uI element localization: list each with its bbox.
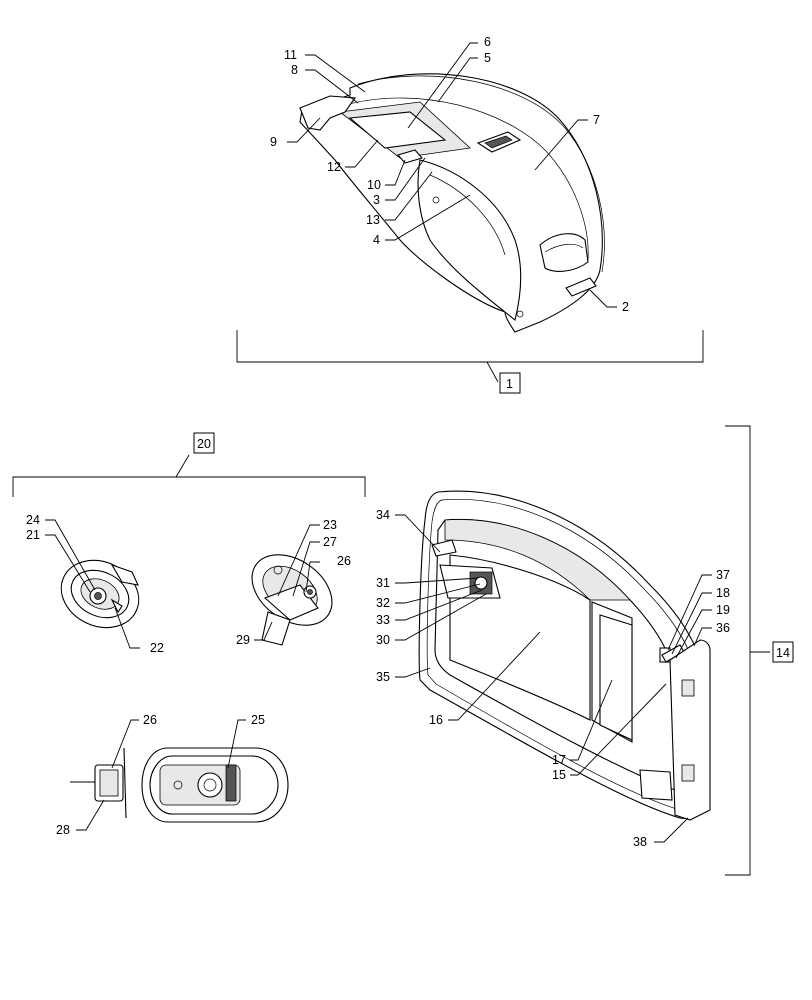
callout-1: 1 <box>506 377 513 391</box>
callout-2: 2 <box>622 300 629 314</box>
callout-19: 19 <box>716 603 730 617</box>
callout-33: 33 <box>376 613 390 627</box>
callout-3: 3 <box>373 193 380 207</box>
latch-front-view <box>141 747 289 823</box>
latch-handle-right <box>251 554 333 646</box>
callout-12: 12 <box>327 160 341 174</box>
callout-17: 17 <box>552 753 566 767</box>
callout-4: 4 <box>373 233 380 247</box>
callout-32: 32 <box>376 596 390 610</box>
callout-20: 20 <box>197 437 211 451</box>
callout-29: 29 <box>236 633 250 647</box>
callout-37: 37 <box>716 568 730 582</box>
latch-bracket <box>12 432 366 497</box>
fender-assembly <box>299 73 605 333</box>
latch-leader-lines <box>45 519 320 831</box>
callout-9: 9 <box>270 135 277 149</box>
callout-14: 14 <box>776 646 790 660</box>
callout-35: 35 <box>376 670 390 684</box>
callout-6: 6 <box>484 35 491 49</box>
callout-36: 36 <box>716 621 730 635</box>
callout-5: 5 <box>484 51 491 65</box>
callout-25: 25 <box>251 713 265 727</box>
callout-18: 18 <box>716 586 730 600</box>
callout-22: 22 <box>150 641 164 655</box>
callout-10: 10 <box>367 178 381 192</box>
callout-26-side: 26 <box>143 713 157 727</box>
callout-26: 26 <box>337 554 351 568</box>
callout-28: 28 <box>56 823 70 837</box>
callout-27: 27 <box>323 535 337 549</box>
latch-side-view <box>70 747 127 819</box>
callout-8: 8 <box>291 63 298 77</box>
fender-leader-lines <box>236 42 704 394</box>
storage-box-assembly <box>418 490 711 821</box>
callout-31: 31 <box>376 576 390 590</box>
latch-handle-left <box>60 559 140 629</box>
callout-23: 23 <box>323 518 337 532</box>
storage-box-leader-lines <box>395 425 794 876</box>
callout-7: 7 <box>593 113 600 127</box>
callout-15: 15 <box>552 768 566 782</box>
callout-labels: 11 8 9 12 10 3 13 4 6 5 7 2 1 20 24 21 2… <box>26 35 790 849</box>
callout-16: 16 <box>429 713 443 727</box>
callout-30: 30 <box>376 633 390 647</box>
callout-38: 38 <box>633 835 647 849</box>
callout-13: 13 <box>366 213 380 227</box>
callout-11: 11 <box>284 48 297 62</box>
callout-34: 34 <box>376 508 390 522</box>
callout-21: 21 <box>26 528 40 542</box>
callout-24: 24 <box>26 513 40 527</box>
